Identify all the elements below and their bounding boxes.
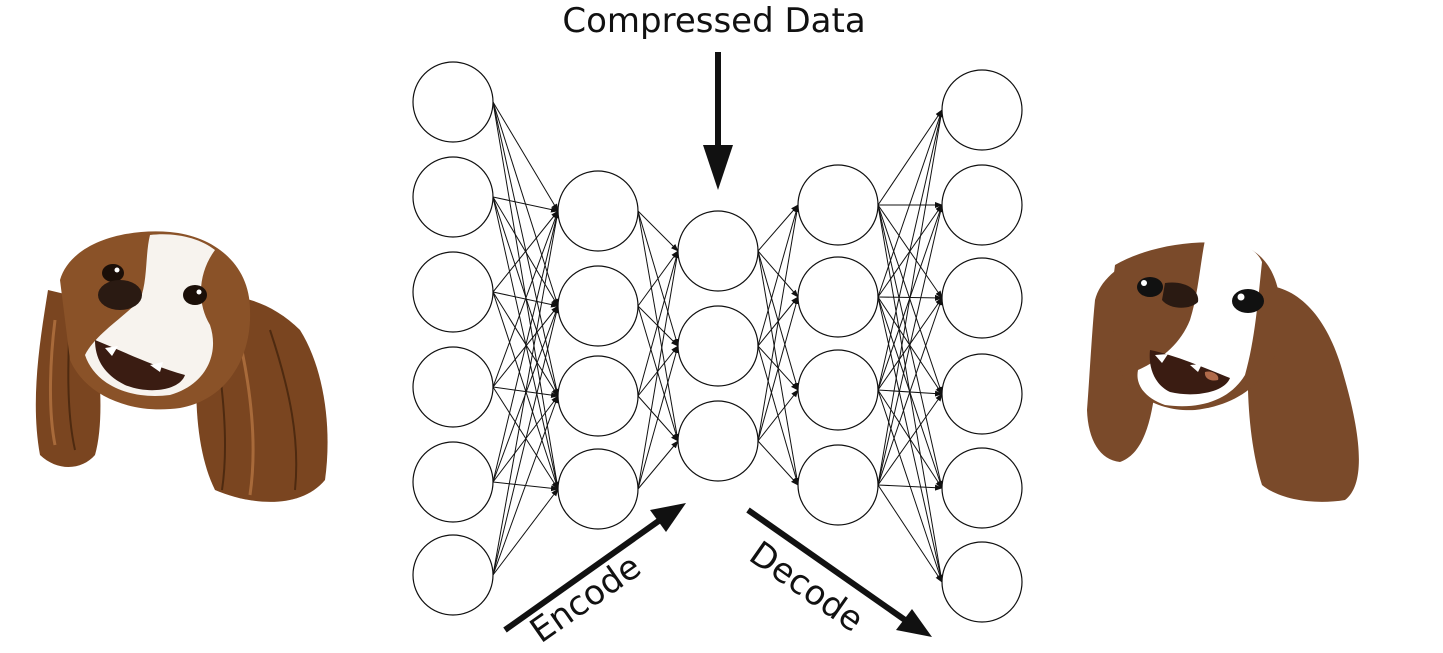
network-node-layer-5 — [941, 353, 1023, 435]
network-edge — [492, 196, 559, 213]
network-edge — [492, 386, 559, 490]
network-node-layer-1 — [412, 441, 494, 523]
network-node-layer-5 — [941, 257, 1023, 339]
network-edge — [492, 291, 559, 397]
network-edge — [492, 101, 559, 212]
network-node-layer-3 — [677, 210, 759, 292]
network-edge — [757, 204, 799, 252]
network-node-layer-1 — [412, 251, 494, 333]
decode-arrowhead — [896, 609, 932, 637]
network-edge — [637, 440, 679, 490]
network-node-layer-4 — [797, 164, 879, 246]
network-node-layer-5 — [941, 69, 1023, 151]
network-edge — [492, 210, 559, 388]
network-node-layer-2 — [557, 265, 639, 347]
network-edge — [877, 484, 943, 583]
network-node-layer-2 — [557, 170, 639, 252]
network-node-layer-2 — [557, 448, 639, 530]
network-node-layer-3 — [677, 305, 759, 387]
input-dog-image — [35, 231, 328, 502]
network-edge — [492, 101, 560, 397]
encode-label: Encode — [523, 547, 648, 651]
network-edge — [877, 109, 943, 298]
encode-arrowhead — [650, 503, 686, 532]
network-edge — [492, 210, 559, 293]
network-edge — [877, 109, 944, 391]
compressed-data-label: Compressed Data — [562, 1, 865, 41]
network-edge — [757, 204, 800, 442]
output-dog-image — [1087, 239, 1359, 502]
network-node-layer-4 — [797, 444, 879, 526]
network-edge — [757, 389, 799, 442]
network-edge — [757, 204, 799, 347]
network-edge — [637, 345, 680, 490]
network-edge — [637, 210, 679, 252]
network-node-layer-1 — [412, 156, 494, 238]
network-node-layer-1 — [412, 346, 494, 428]
network-node-layer-3 — [677, 400, 759, 482]
network-edge — [637, 250, 679, 307]
network-node-layer-4 — [797, 349, 879, 431]
network-node-layer-5 — [941, 541, 1023, 623]
compressed-data-arrowhead — [703, 145, 733, 190]
decode-arrow — [746, 507, 907, 623]
network-edge — [492, 196, 560, 490]
network-node-layer-1 — [412, 534, 494, 616]
network-node-layer-4 — [797, 256, 879, 338]
network-edge — [877, 109, 944, 486]
network-edge — [637, 250, 680, 490]
network-edge — [492, 305, 560, 576]
network-node-layer-2 — [557, 355, 639, 437]
network-node-layer-1 — [412, 61, 494, 143]
network-edge — [492, 395, 559, 576]
network-edges — [492, 101, 944, 583]
encode-arrow — [503, 517, 662, 633]
network-edge — [637, 305, 679, 347]
network-edge — [757, 296, 800, 442]
network-edge — [877, 393, 943, 486]
network-edge — [637, 250, 680, 397]
network-edge — [877, 297, 943, 486]
network-nodes — [412, 61, 1023, 623]
network-node-layer-5 — [941, 447, 1023, 529]
network-edge — [492, 196, 559, 397]
network-edge — [877, 109, 943, 206]
network-edge — [492, 210, 560, 576]
network-edge — [757, 440, 799, 486]
network-edge — [492, 210, 560, 483]
network-edge — [877, 204, 944, 486]
network-edge — [637, 305, 679, 442]
network-edge — [877, 484, 943, 491]
network-node-layer-5 — [941, 164, 1023, 246]
network-edge — [492, 488, 559, 576]
